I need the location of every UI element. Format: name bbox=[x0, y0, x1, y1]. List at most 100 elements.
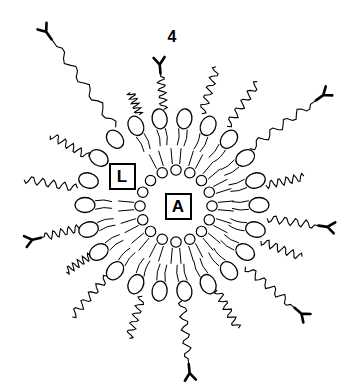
lipid-tail bbox=[216, 219, 231, 224]
lipid-tail bbox=[165, 128, 167, 145]
lipid-tail bbox=[208, 233, 220, 243]
lipid-tail bbox=[177, 128, 179, 145]
lipid-head bbox=[217, 127, 241, 152]
peg-chain bbox=[267, 216, 319, 228]
lipid-head bbox=[197, 114, 219, 138]
peg-chain bbox=[179, 301, 192, 365]
antibody-symbol bbox=[319, 222, 336, 233]
lipid-tail bbox=[125, 252, 135, 265]
lipid-tail bbox=[184, 130, 187, 147]
antibody-symbol bbox=[295, 308, 311, 323]
label-box: A bbox=[165, 193, 192, 220]
lipid-head bbox=[217, 258, 241, 283]
lipid-tail bbox=[97, 219, 114, 223]
lipid-head bbox=[86, 240, 111, 263]
lipid-tail bbox=[195, 243, 202, 257]
lipid-tail bbox=[136, 258, 144, 273]
lipid-tail bbox=[230, 219, 247, 223]
lipid-head bbox=[171, 165, 181, 175]
lipid-tail bbox=[189, 246, 194, 261]
lipid-head bbox=[196, 175, 206, 185]
peg-chain bbox=[227, 82, 257, 127]
figure-number: 4 bbox=[168, 29, 177, 45]
lipid-tail bbox=[139, 238, 149, 250]
lipid-head bbox=[103, 127, 127, 152]
lipid-tail bbox=[157, 264, 160, 281]
lipid-tail bbox=[221, 160, 235, 170]
lipid-tail bbox=[203, 162, 213, 174]
lipid-tail bbox=[118, 248, 130, 260]
lipid-tail bbox=[118, 210, 134, 211]
lipid-tail bbox=[184, 264, 187, 281]
lipid-tail bbox=[144, 261, 150, 277]
peg-chain bbox=[215, 290, 241, 328]
lipid-tail bbox=[171, 148, 172, 164]
lipid-tail bbox=[209, 144, 219, 157]
lipid-head bbox=[151, 108, 169, 130]
lipid-tail bbox=[230, 187, 247, 191]
lipid-head bbox=[77, 170, 100, 190]
lipid-head bbox=[171, 237, 181, 247]
lipid-tail bbox=[110, 240, 124, 250]
lipid-tail bbox=[214, 150, 226, 162]
lipid-head bbox=[103, 258, 127, 283]
lipid-head bbox=[145, 226, 155, 236]
lipid-tail bbox=[195, 155, 202, 169]
lipid-tail bbox=[232, 201, 249, 203]
lipid-tail bbox=[194, 133, 200, 149]
peg-chain bbox=[266, 173, 304, 188]
lipid-head bbox=[233, 240, 258, 263]
lipid-head bbox=[151, 280, 169, 302]
peg-chain bbox=[128, 93, 143, 115]
lipid-head bbox=[77, 219, 100, 239]
lipid-tail bbox=[99, 225, 115, 231]
lipid-tail bbox=[200, 258, 208, 273]
lipid-head bbox=[185, 168, 195, 178]
peg-chain bbox=[250, 100, 316, 149]
lipid-head bbox=[135, 201, 145, 211]
lipid-head bbox=[185, 234, 195, 244]
box-letter: A bbox=[172, 198, 184, 215]
lipid-tail bbox=[159, 151, 164, 166]
lipid-head bbox=[204, 215, 214, 225]
lipid-tail bbox=[203, 238, 213, 250]
antibody-symbol bbox=[38, 23, 52, 39]
lipid-tail bbox=[209, 252, 219, 265]
lipid-tail bbox=[177, 265, 179, 282]
lipid-tail bbox=[208, 169, 220, 179]
lipid-tail bbox=[180, 248, 181, 264]
lipid-tail bbox=[189, 151, 194, 166]
lipid-head bbox=[249, 198, 269, 213]
peg-chain bbox=[157, 74, 167, 110]
lipid-head bbox=[244, 170, 267, 190]
lipid-head bbox=[244, 219, 267, 239]
lipid-head bbox=[157, 234, 167, 244]
lipid-head bbox=[196, 226, 206, 236]
peg-chain bbox=[201, 67, 218, 114]
lipid-head bbox=[125, 114, 147, 138]
lipid-tail bbox=[149, 243, 156, 257]
peg-chain bbox=[66, 253, 90, 274]
peg-chain bbox=[127, 296, 143, 338]
antibody-symbol bbox=[24, 236, 41, 247]
peg-chain bbox=[261, 240, 302, 258]
peg-chain bbox=[52, 39, 117, 127]
lipid-tail bbox=[232, 208, 249, 210]
lipid-tail bbox=[95, 200, 112, 202]
lipid-tail bbox=[165, 265, 167, 282]
lipid-tail bbox=[229, 179, 245, 185]
lipid-tail bbox=[157, 130, 160, 147]
lipid-head bbox=[176, 108, 194, 130]
peg-chain bbox=[245, 267, 295, 308]
lipid-head bbox=[145, 175, 155, 185]
lipid-tail bbox=[229, 225, 245, 231]
lipid-tail bbox=[121, 219, 136, 224]
label-box: L bbox=[109, 163, 136, 190]
lipid-head bbox=[233, 146, 258, 169]
lipid-tail bbox=[216, 189, 231, 194]
lipid-tail bbox=[200, 137, 208, 152]
lipid-tail bbox=[213, 179, 227, 186]
lipid-tail bbox=[194, 261, 200, 277]
lipid-head bbox=[75, 198, 95, 213]
